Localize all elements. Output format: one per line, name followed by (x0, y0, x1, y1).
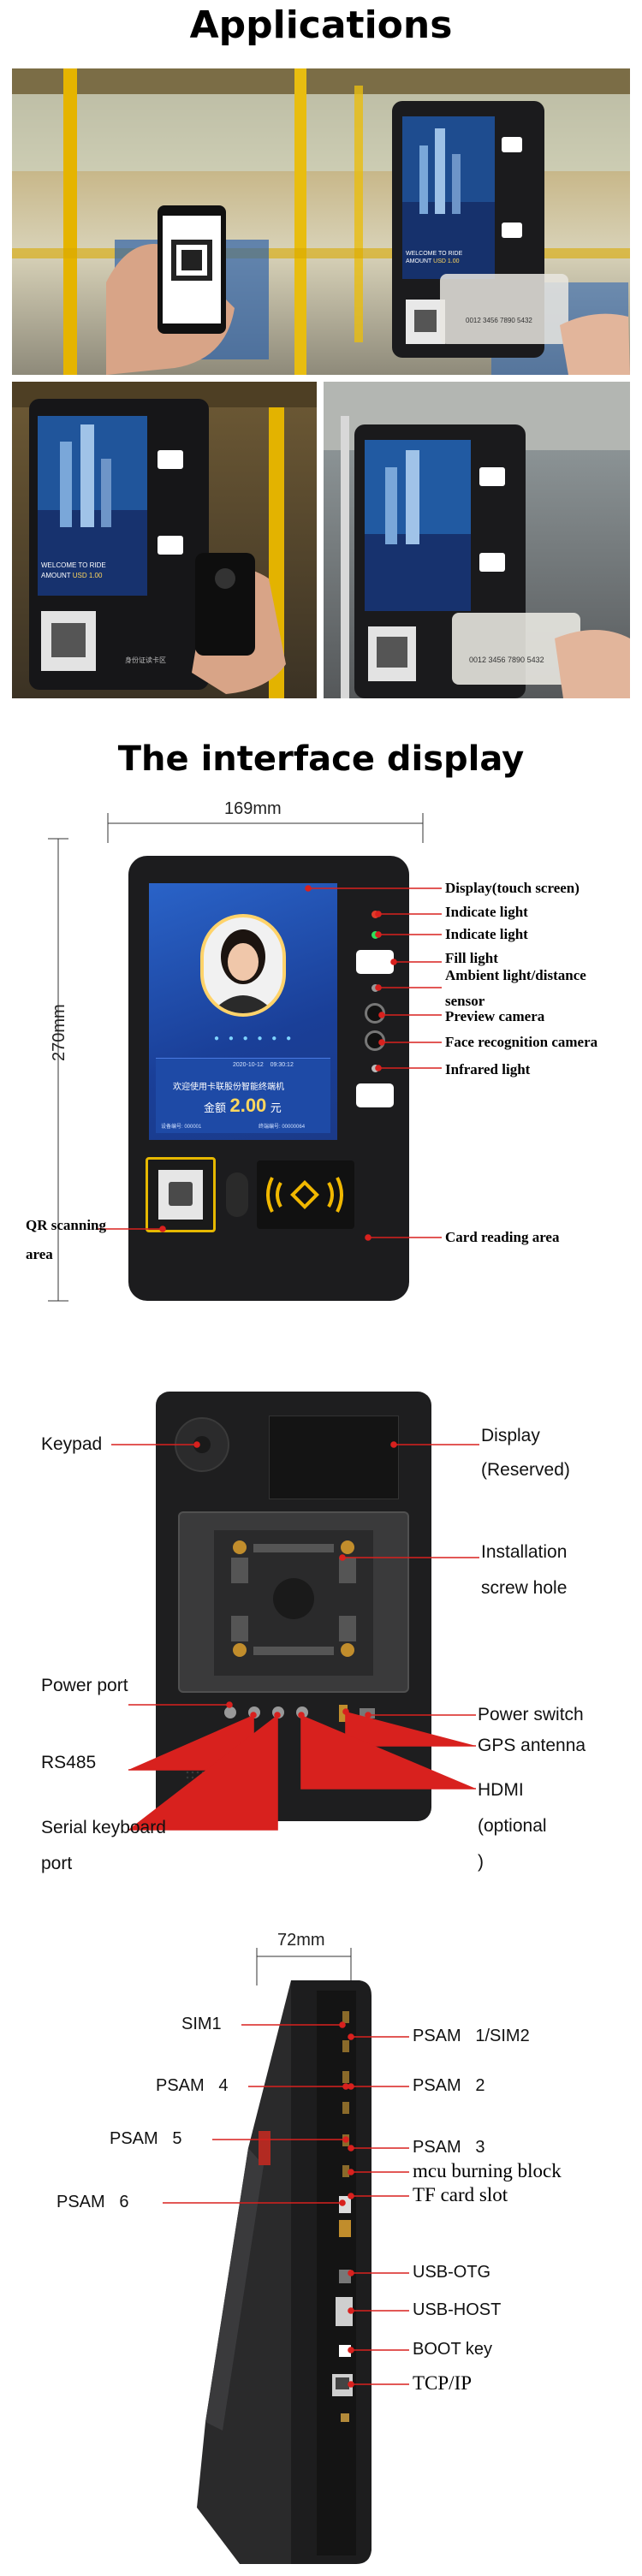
screen-footer-left: 设备编号: 000001 (161, 1125, 202, 1130)
card-number-1: 0012 3456 7890 5432 (466, 317, 532, 324)
scanner-sensor (226, 1172, 248, 1217)
interface-display-title: The interface display (117, 739, 525, 779)
label-qr-area: area (26, 1246, 53, 1262)
label-serial-keyboard-2: port (41, 1854, 73, 1873)
qr-scanner-window (158, 1170, 203, 1220)
front-device: ● ● ● ● ● ● 2020-10-12 09:30:12 欢迎使用卡联股份… (128, 856, 409, 1301)
application-photo-card-tap: 0012 3456 7890 5432 (324, 382, 630, 698)
screen-welcome-text-1: WELCOME TO RIDE (406, 251, 463, 257)
side-width-dimension: 72mm (277, 1931, 325, 1950)
id-card-area-text: 身份证读卡区 (125, 656, 166, 664)
screen-amount-label-2: AMOUNT (41, 572, 71, 579)
label-gps-antenna: GPS antenna (478, 1736, 586, 1755)
label-rs485: RS485 (41, 1753, 97, 1772)
mounting-plate (178, 1511, 409, 1693)
label-psam5: PSAM 5 (110, 2129, 182, 2148)
label-power-port: Power port (41, 1676, 128, 1695)
back-reserved-display (269, 1416, 399, 1499)
card-reader-module (257, 1160, 354, 1229)
label-tcp-ip: TCP/IP (413, 2372, 473, 2394)
nfc-icon (266, 1177, 343, 1213)
screen-dots: ● ● ● ● ● ● (214, 1034, 295, 1043)
application-photo-bus-qr: WELCOME TO RIDE AMOUNT USD 1.00 0012 345… (12, 68, 630, 375)
fill-light-lower (356, 1083, 394, 1107)
label-serial-keyboard-1: Serial keyboard (41, 1818, 166, 1837)
screen-amount-text-2: AMOUNT USD 1.00 (41, 572, 102, 579)
label-tf-card-slot: TF card slot (413, 2184, 508, 2205)
label-psam6: PSAM 6 (56, 2193, 129, 2211)
screen-amount-value-1: USD 1.00 (433, 258, 460, 264)
label-preview-camera: Preview camera (445, 1008, 545, 1024)
face-photo (200, 914, 286, 1017)
label-display-reserved-1: Display (481, 1426, 540, 1445)
side-dimension-line (256, 1948, 352, 1985)
screen-welcome-text-2: WELCOME TO RIDE (41, 561, 106, 569)
label-psam4: PSAM 4 (156, 2076, 229, 2095)
back-callout-arrows (111, 1441, 479, 1831)
side-device (188, 1977, 377, 2567)
application-photo-phone-tap: WELCOME TO RIDE AMOUNT USD 1.00 身份证读卡区 (12, 382, 317, 698)
label-installation-1: Installation (481, 1542, 568, 1562)
screen-amount-unit: 元 (270, 1101, 282, 1114)
front-callout-arrows (96, 885, 442, 1241)
screen-amount-label-1: AMOUNT (406, 258, 432, 264)
label-indicate-light-1: Indicate light (445, 904, 528, 920)
front-width-dimension: 169mm (224, 799, 282, 818)
label-display-reserved-2: (Reserved) (481, 1460, 570, 1480)
label-power-switch: Power switch (478, 1705, 584, 1724)
label-psam3: PSAM 3 (413, 2138, 485, 2157)
front-screen: ● ● ● ● ● ● 2020-10-12 09:30:12 欢迎使用卡联股份… (149, 883, 337, 1140)
label-qr-scanning: QR scanning (26, 1217, 106, 1233)
label-usb-otg: USB-OTG (413, 2263, 491, 2282)
label-boot-key: BOOT key (413, 2340, 492, 2359)
screen-panel: 2020-10-12 09:30:12 欢迎使用卡联股份智能终端机 金额 2.0… (156, 1058, 330, 1133)
label-infrared-light: Infrared light (445, 1061, 531, 1077)
applications-title: Applications (189, 3, 453, 47)
qr-scanner-lens (169, 1182, 193, 1206)
label-hdmi-1: HDMI (478, 1780, 524, 1800)
card-number-2: 0012 3456 7890 5432 (469, 656, 544, 664)
label-psam1-sim2: PSAM 1/SIM2 (413, 2027, 530, 2045)
label-usb-host: USB-HOST (413, 2300, 502, 2319)
label-hdmi-2: (optional (478, 1816, 547, 1836)
qr-scanner-module (146, 1157, 216, 1232)
screen-amount-text-1: AMOUNT USD 1.00 (406, 258, 460, 264)
mounting-plate-graphic (214, 1530, 373, 1676)
keypad-center (193, 1436, 211, 1453)
screen-datetime: 2020-10-12 09:30:12 (233, 1062, 294, 1068)
label-ambient-light: Ambient light/distance (445, 967, 586, 983)
back-keypad (175, 1417, 229, 1472)
screen-footer-right: 终端编号: 00000064 (259, 1125, 306, 1130)
screen-amount-cn: 金额 (204, 1101, 227, 1114)
front-dimension-lines (48, 813, 424, 1302)
fill-light (356, 950, 394, 974)
label-face-recognition-camera: Face recognition camera (445, 1034, 598, 1050)
power-port-connector (224, 1706, 236, 1718)
label-psam2: PSAM 2 (413, 2076, 485, 2095)
label-installation-2: screw hole (481, 1578, 568, 1598)
label-keypad: Keypad (41, 1434, 103, 1454)
label-mcu-burning-block: mcu burning block (413, 2160, 562, 2181)
screen-amount-value-2: USD 1.00 (72, 572, 103, 579)
label-sensor: sensor (445, 993, 485, 1009)
screen-amount-row: 金额 2.00 元 (204, 1095, 282, 1117)
label-hdmi-3: ) (478, 1852, 484, 1872)
label-indicate-light-2: Indicate light (445, 926, 528, 942)
label-card-reading-area: Card reading area (445, 1229, 560, 1245)
label-display-touch-screen: Display(touch screen) (445, 880, 580, 896)
screen-welcome-cn: 欢迎使用卡联股份智能终端机 (173, 1083, 284, 1092)
screen-amount-value: 2.00 (229, 1095, 267, 1116)
label-fill-light: Fill light (445, 950, 498, 966)
side-device-graphic (197, 1980, 372, 2564)
label-sim1: SIM1 (181, 2015, 222, 2033)
